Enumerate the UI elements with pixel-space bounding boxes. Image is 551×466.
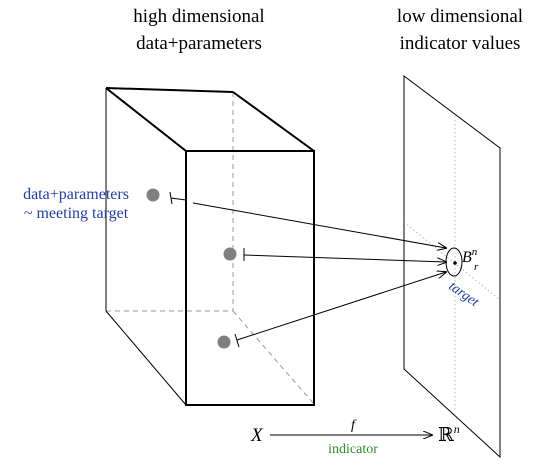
right-heading-line1: low dimensional xyxy=(397,6,523,27)
annotation-line2: ~ meeting target xyxy=(24,205,129,222)
domain-symbol: X xyxy=(250,425,264,446)
ball-symbol: B xyxy=(462,249,472,266)
codomain-superscript: n xyxy=(454,422,460,436)
right-heading-line2: indicator values xyxy=(400,33,521,54)
target-center-dot xyxy=(453,261,457,265)
target-ball: Bn r target xyxy=(445,246,482,311)
mapping-arrow xyxy=(236,272,446,341)
function-mapping: X f indicator ℝn xyxy=(250,418,460,457)
target-label: target xyxy=(446,279,482,311)
data-space-box xyxy=(105,87,315,406)
plane-outline xyxy=(403,75,501,459)
left-heading-line1: high dimensional xyxy=(133,6,264,27)
data-points xyxy=(146,188,237,349)
ball-label: Bn xyxy=(462,246,478,266)
box-edge xyxy=(105,87,234,93)
function-name: f xyxy=(351,418,357,433)
box-hidden-edge xyxy=(232,310,315,405)
function-label: indicator xyxy=(328,442,378,457)
codomain-label: ℝn xyxy=(438,422,460,446)
mapping-arrows xyxy=(169,191,446,348)
box-front-face xyxy=(185,150,315,406)
left-heading-line2: data+parameters xyxy=(136,33,262,54)
mapping-arrow xyxy=(192,202,446,248)
mapsto-tail-bar xyxy=(234,333,240,348)
data-point xyxy=(146,188,160,202)
indicator-plane xyxy=(403,75,501,459)
ball-superscript: n xyxy=(472,246,478,258)
box-edge xyxy=(232,91,315,152)
data-point xyxy=(223,247,237,261)
box-edge xyxy=(105,87,187,152)
ball-subscript: r xyxy=(474,261,479,273)
codomain-symbol: ℝ xyxy=(438,425,454,446)
box-side-edge xyxy=(105,310,187,406)
mapping-arrow xyxy=(243,254,446,262)
annotation-line1: data+parameters xyxy=(23,186,129,203)
mapsto-connector xyxy=(170,197,187,201)
plane-axis-horizontal xyxy=(403,221,501,301)
data-point xyxy=(217,335,231,349)
